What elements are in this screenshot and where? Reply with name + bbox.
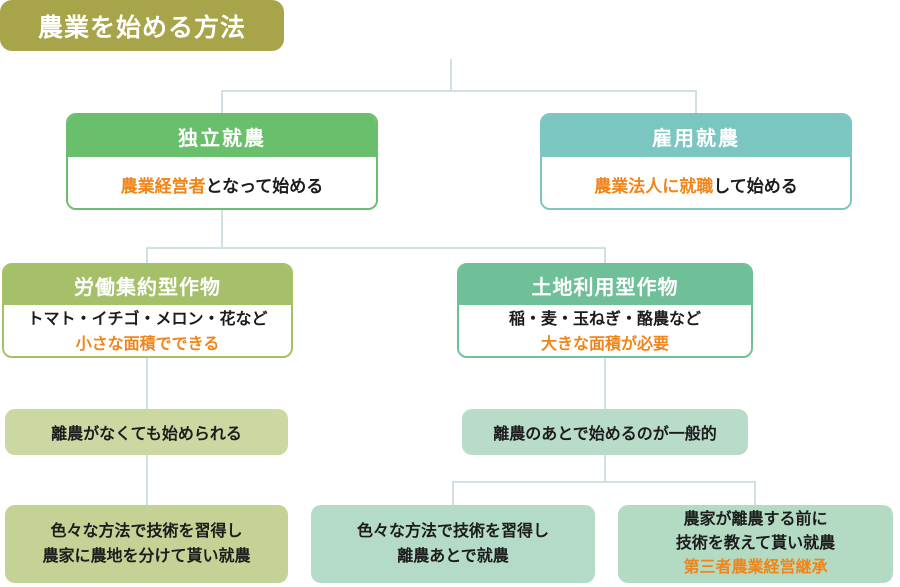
node-labor-note: 小さな面積でできる [75, 335, 220, 353]
node-employed-body: 農業法人に就職して始める [542, 157, 850, 208]
node-landuse-examples: 稲・麦・玉ねぎ・酪農など [508, 310, 701, 328]
connector-level1-horizontal [221, 90, 697, 92]
node-employed-title: 雇用就農 [542, 115, 850, 157]
node-labor-title: 労働集約型作物 [4, 265, 291, 305]
connector-to-landuse [604, 247, 606, 263]
node-labor-body: トマト・イチゴ・メロン・花など 小さな面積でできる [4, 305, 291, 356]
leaf-left-line2: 農家に農地を分けて貰い就農 [42, 548, 251, 565]
connector-noteright-down [604, 455, 606, 481]
connector-level4-horizontal [452, 481, 756, 483]
node-independent-body: 農業経営者となって始める [68, 157, 376, 208]
node-employed-text: 農業法人に就職して始める [594, 177, 798, 196]
root-node-title: 農業を始める方法 [0, 0, 284, 51]
connector-labor-to-note [146, 358, 148, 409]
node-landuse-body: 稲・麦・玉ねぎ・酪農など 大きな面積が必要 [459, 305, 751, 356]
node-labor-examples: トマト・イチゴ・メロン・花など [27, 310, 268, 328]
connector-to-leaf-right [754, 481, 756, 505]
node-employed-farming: 雇用就農 農業法人に就職して始める [540, 113, 852, 210]
node-landuse-title: 土地利用型作物 [459, 265, 751, 305]
node-landuse-note: 大きな面積が必要 [540, 335, 669, 353]
node-independent-farming: 独立就農 農業経営者となって始める [66, 113, 378, 210]
leaf-middle-line2: 離農あとで就農 [397, 548, 509, 565]
connector-independent-down [221, 210, 223, 247]
note-no-retirement-needed: 離農がなくても始められる [5, 409, 288, 455]
leaf-acquire-skills-after-retirement: 色々な方法で技術を習得し 離農あとで就農 [311, 505, 595, 583]
leaf-right-line1: 農家が離農する前に [683, 511, 828, 528]
leaf-right-line2: 技術を教えて貰い就農 [675, 535, 836, 552]
leaf-left-line1: 色々な方法で技術を習得し [50, 523, 243, 540]
connector-note-to-leaf-left [146, 455, 148, 506]
connector-to-independent [221, 90, 223, 113]
connector-to-leaf-middle [452, 481, 454, 505]
leaf-acquire-skills-get-land: 色々な方法で技術を習得し 農家に農地を分けて貰い就農 [5, 505, 288, 583]
connector-root-down [450, 59, 452, 90]
connector-landuse-to-note [604, 358, 606, 409]
node-independent-text: 農業経営者となって始める [120, 177, 324, 196]
node-labor-intensive-crops: 労働集約型作物 トマト・イチゴ・メロン・花など 小さな面積でできる [2, 263, 293, 358]
connector-to-employed [695, 90, 697, 113]
leaf-middle-line1: 色々な方法で技術を習得し [356, 523, 549, 540]
leaf-right-highlight: 第三者農業経営継承 [683, 559, 828, 576]
connector-to-labor [146, 247, 148, 263]
leaf-third-party-succession: 農家が離農する前に 技術を教えて貰い就農 第三者農業経営継承 [618, 505, 893, 583]
connector-level2-horizontal [146, 247, 606, 249]
node-land-use-crops: 土地利用型作物 稲・麦・玉ねぎ・酪農など 大きな面積が必要 [457, 263, 753, 358]
node-independent-title: 独立就農 [68, 115, 376, 157]
note-after-retirement-typical: 離農のあとで始めるのが一般的 [462, 409, 748, 455]
